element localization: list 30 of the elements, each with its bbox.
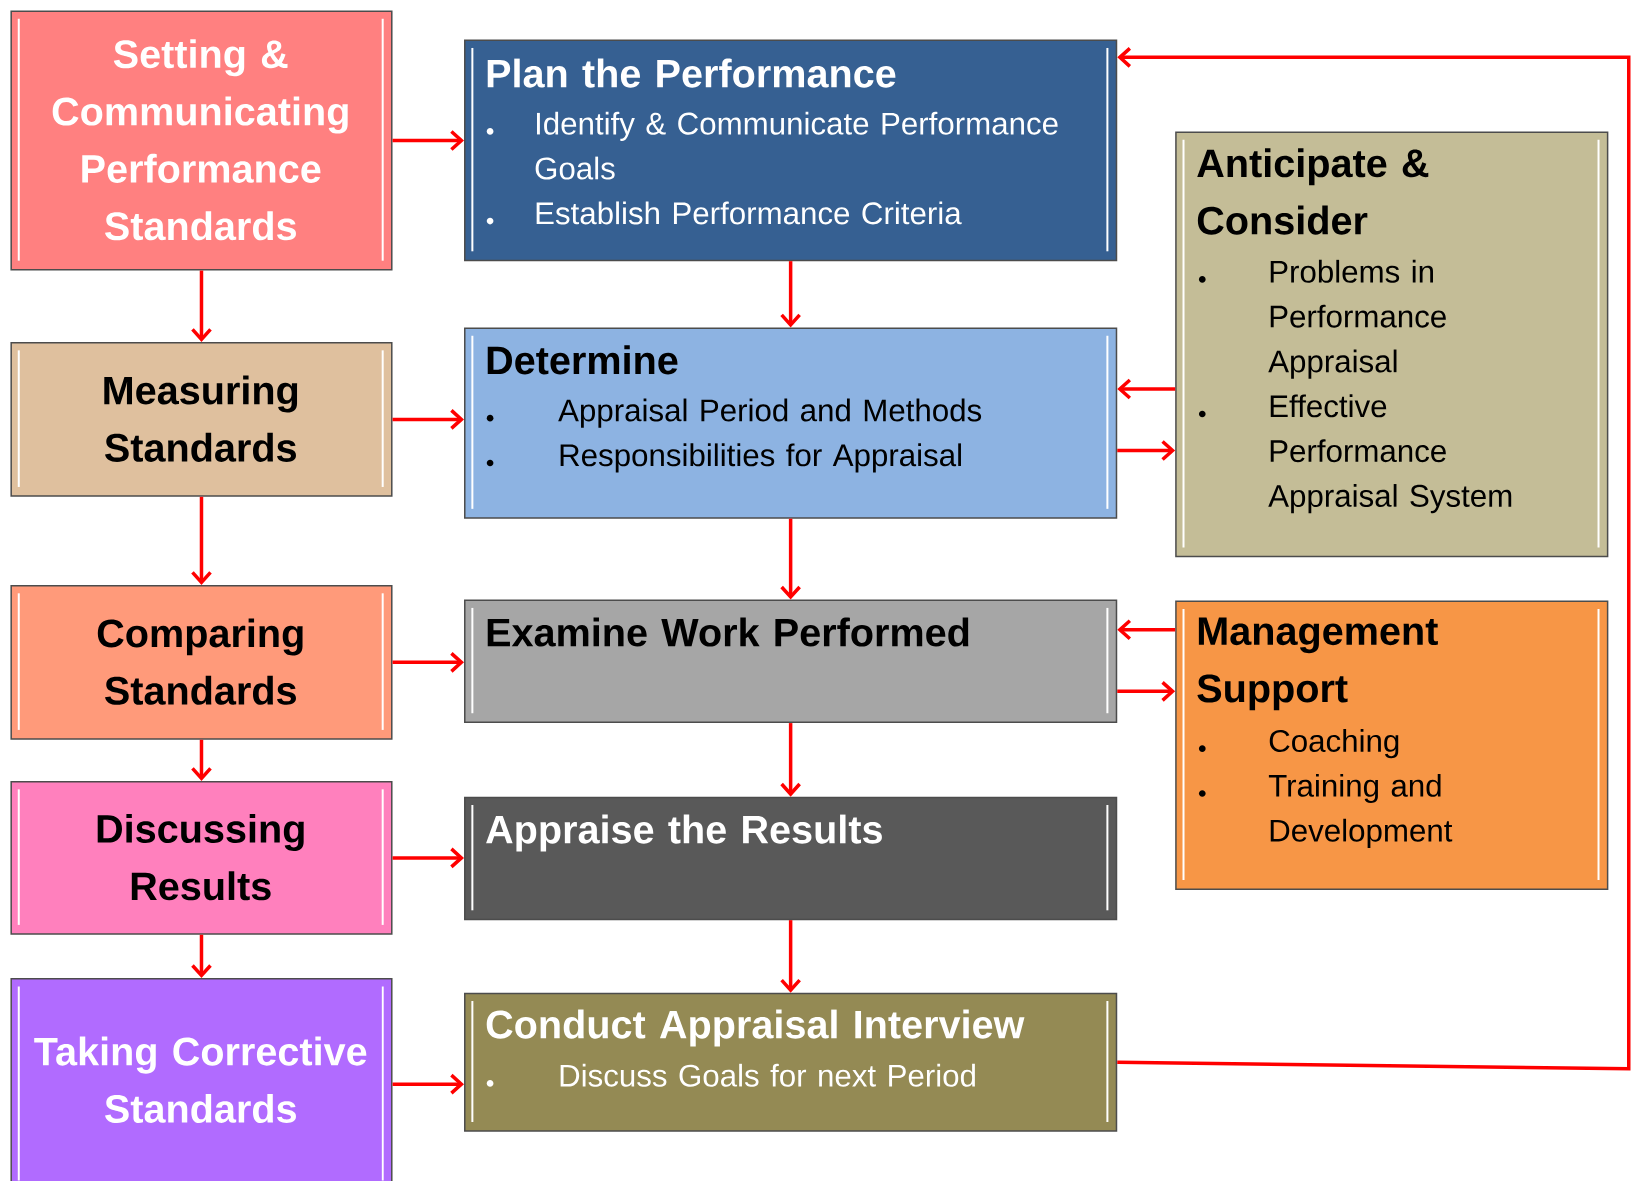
arrow <box>780 260 801 328</box>
process-box: Taking Corrective Standards <box>10 977 393 1181</box>
process-box: Plan the Performance Identify & Communicate Performance Goals Establish Performance Criteria <box>464 39 1118 261</box>
process-box: Conduct Appraisal Interview Discuss Goals for next Period <box>464 992 1118 1132</box>
arrow <box>780 919 801 993</box>
process-box: Measuring Standards <box>10 341 393 497</box>
arrow <box>191 934 212 978</box>
arrow <box>1117 46 1631 1071</box>
process-box: Appraise the Results <box>464 796 1118 920</box>
arrow <box>191 739 212 781</box>
arrow <box>392 847 465 868</box>
process-box: Discussing Results <box>10 780 393 935</box>
process-box: Determine Appraisal Period and Methods Responsibilities for Appraisal <box>464 327 1118 519</box>
arrow <box>780 518 801 600</box>
process-box: Anticipate & Consider Problems in Performance Appraisal Effective Performance Appraisal System <box>1175 131 1609 558</box>
arrow <box>191 270 212 342</box>
arrow <box>392 129 465 151</box>
process-box: Comparing Standards <box>10 584 393 740</box>
arrow <box>780 722 801 797</box>
arrow <box>1117 378 1176 400</box>
arrow <box>1117 680 1176 702</box>
arrow <box>392 408 465 430</box>
arrow <box>392 1073 465 1095</box>
process-box: Examine Work Performed <box>464 599 1118 723</box>
arrow <box>1117 619 1176 640</box>
arrow <box>392 651 465 673</box>
arrow <box>191 496 212 585</box>
arrow <box>1117 439 1176 461</box>
process-box: Setting & Communicating Performance Standards <box>10 10 393 271</box>
process-box: Management Support Coaching Training and Development <box>1175 600 1609 890</box>
